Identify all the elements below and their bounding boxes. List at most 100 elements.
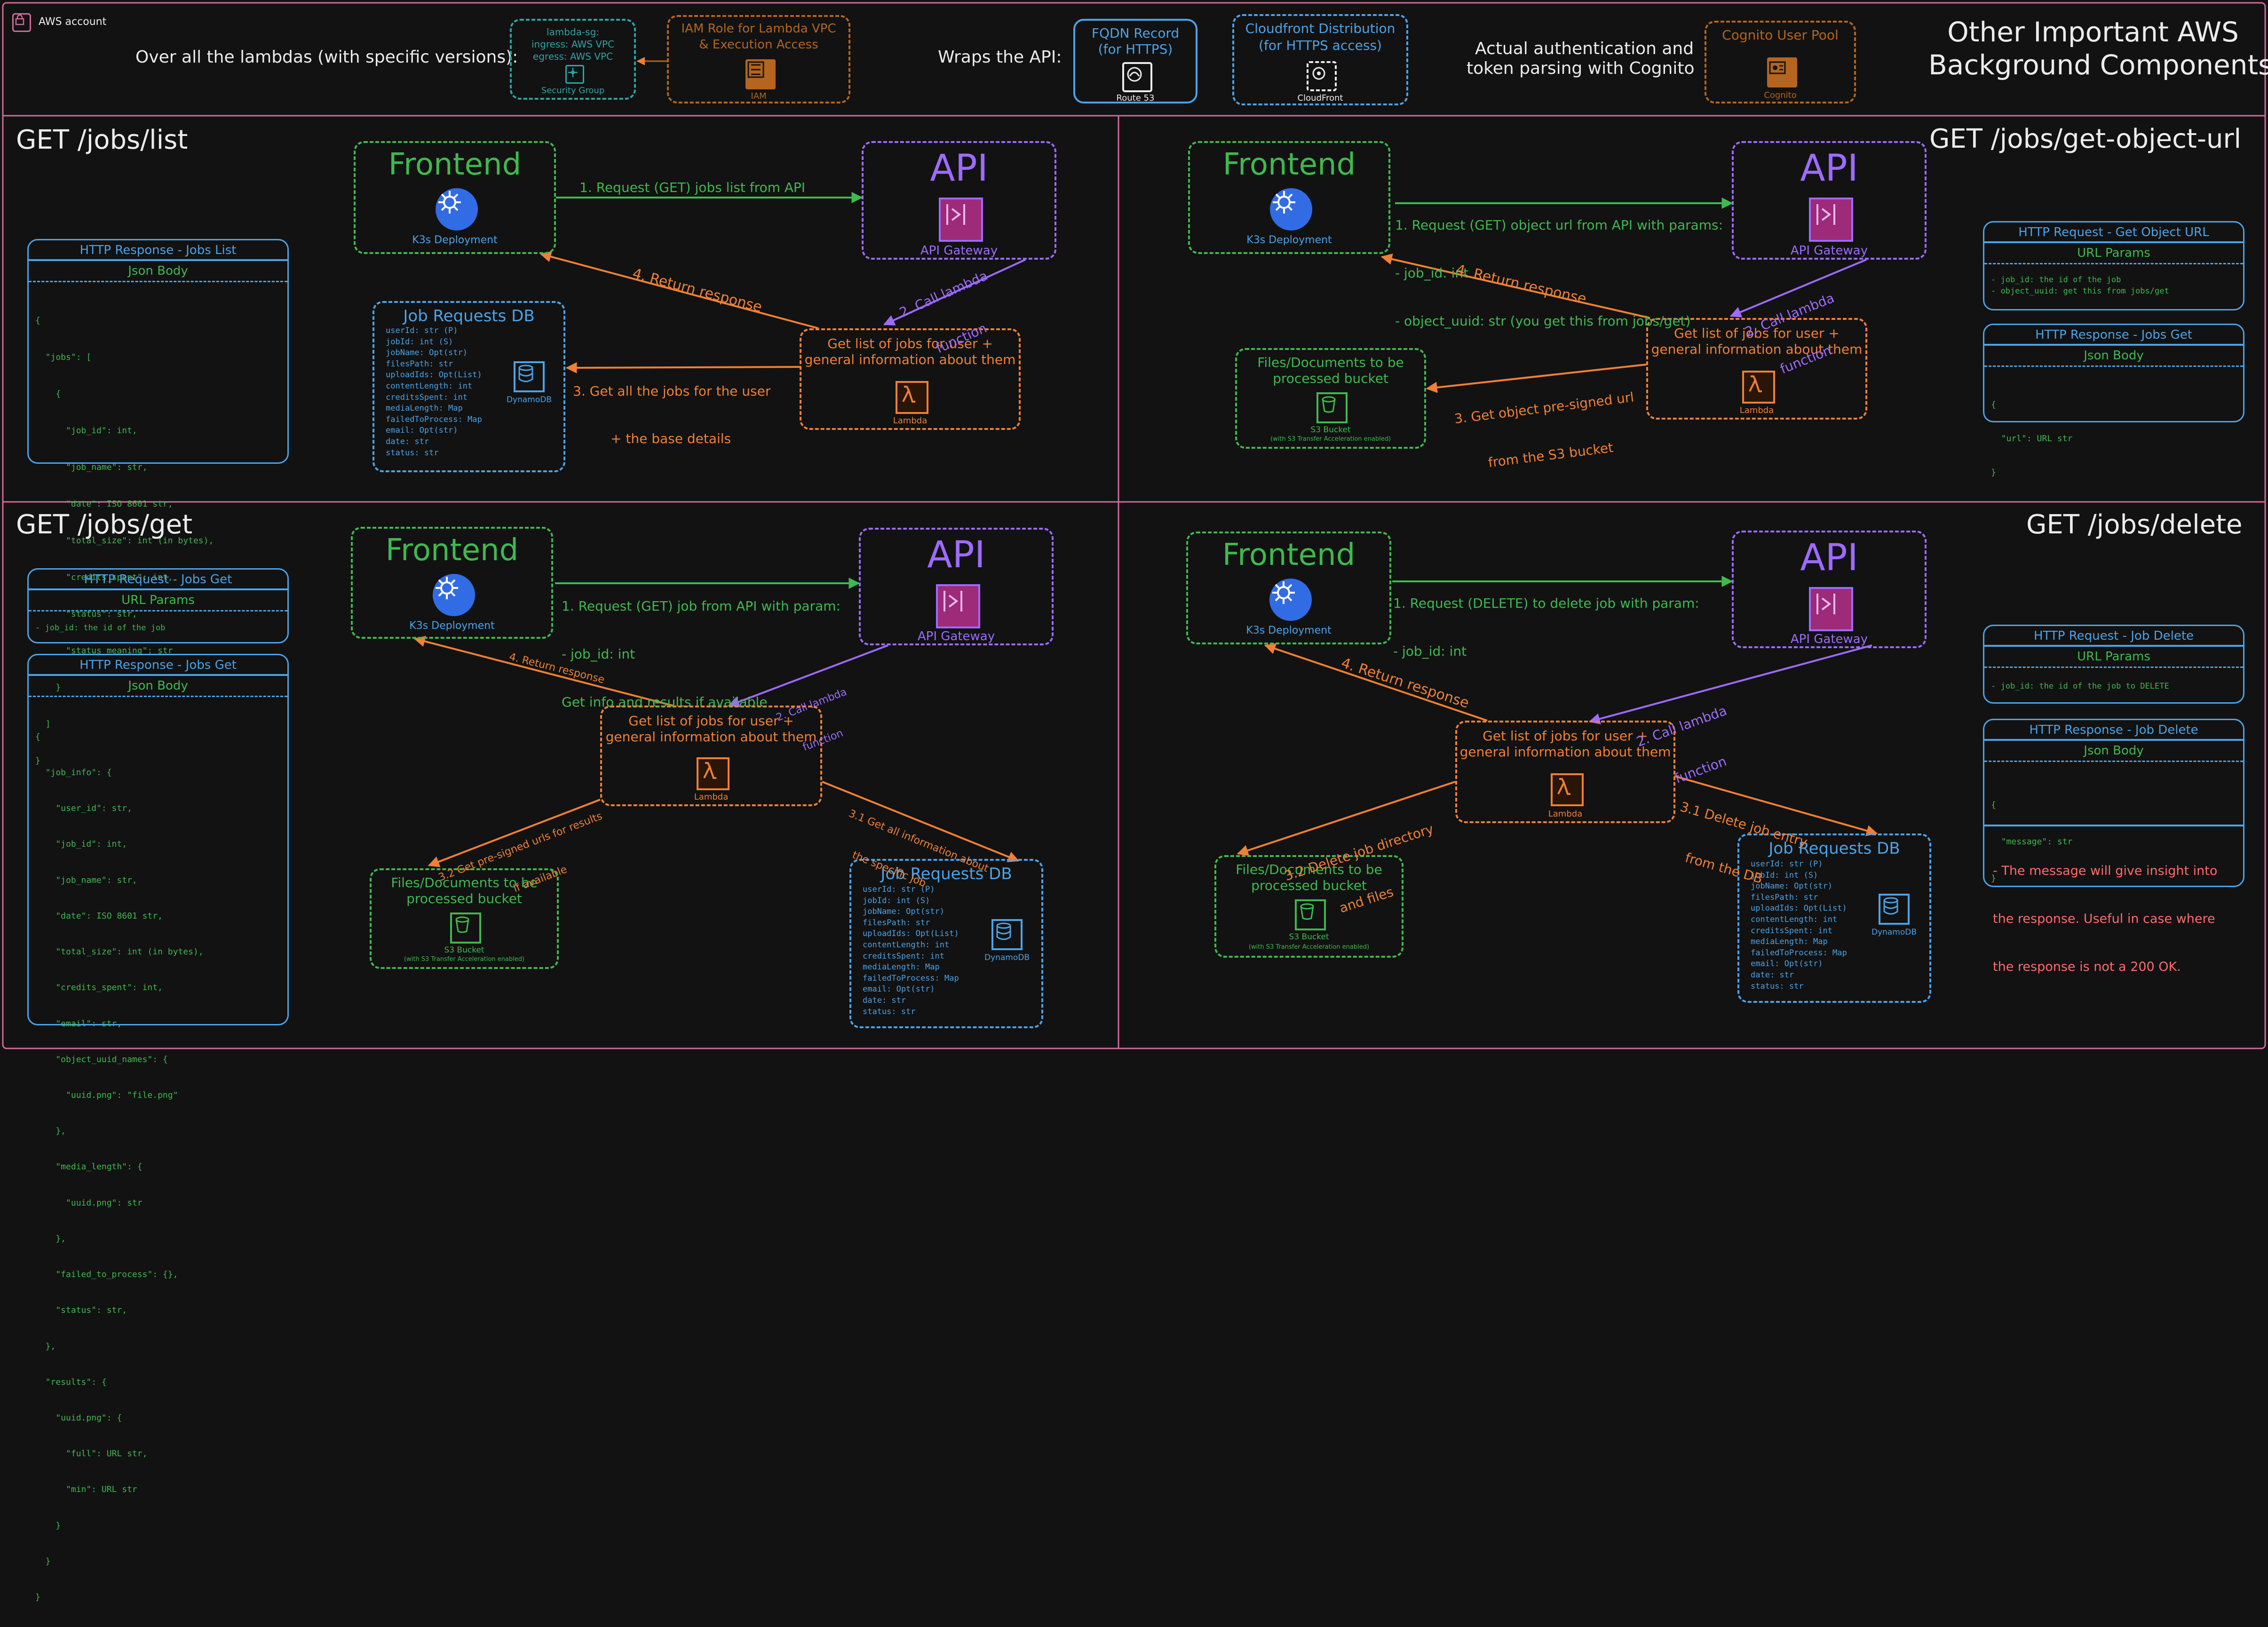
json-line: "jobs": [ [35,352,92,362]
get-s3-label: S3 Bucket [444,945,484,955]
json-line: "date": ISO 8601 str, [35,499,173,509]
cognito-title: Cognito User Pool [1722,27,1839,43]
cloudfront-icon [1307,61,1337,91]
getobj-api-title: API [1800,147,1858,190]
json-line: } [35,683,61,692]
getobj-lambda-line-2: general information about them [1651,341,1863,357]
json-line: }, [35,1341,56,1351]
getobj-step-1-line: - job_id: int [1395,265,1469,281]
getobj-api-gateway-label: API Gateway [1790,244,1868,258]
delete-note-line: the response is not a 200 OK. [1993,960,2181,974]
delete-step-1-line: - job_id: int [1393,643,1467,659]
card-separator [1984,825,2243,826]
param-line: - job_id: the id of the job [35,623,166,633]
security-group-icon [565,65,584,84]
delete-s3-title-1: Files/Documents to be [1236,862,1382,877]
get-k3s-label: K3s Deployment [409,620,495,632]
jobdb-field: mediaLength: Map [863,962,940,972]
list-frontend-box: Frontend K3s Deployment [354,141,556,254]
json-line: "credits_spent": int, [35,983,163,993]
list-step-2-line: 2. Call lambda [897,268,991,321]
card-separator [1984,739,2243,741]
getobj-s3-box: Files/Documents to be processed bucket S… [1235,348,1426,449]
get-step-1-line: - job_id: int [562,646,635,662]
route53-icon [1122,62,1152,92]
json-line: { [35,731,40,742]
card-separator [1984,241,2243,243]
get-s3-title-2: processed bucket [406,891,522,906]
jobdb-field: failedToProcess: Map [1751,948,1847,958]
get-step-1-line: 1. Request (GET) job from API with param… [562,598,841,614]
card-separator [29,281,287,282]
list-lambda-line-2: general information about them [804,352,1016,367]
get-lambda-label: Lambda [694,792,729,802]
get-k3s-icon [433,574,475,616]
list-lambda-label: Lambda [893,416,928,426]
delete-dynamodb-icon [1879,894,1910,925]
getobj-lambda-label: Lambda [1739,405,1774,415]
getobj-response-body: { "url": URL str } [1991,377,2072,501]
get-response-body: { "job_info": { "user_id": str, "job_id"… [35,707,204,1627]
json-line: "media_length": { [35,1162,143,1172]
delete-lambda-line-1: Get list of jobs for user + [1483,728,1648,744]
delete-frontend-box: Frontend K3s Deployment [1186,532,1391,644]
delete-note: - The message will give insight into the… [1993,831,2217,1007]
json-line: { [35,316,40,325]
delete-note-line: the response. Useful in case where [1993,912,2215,926]
cognito-box: Cognito User Pool Cognito [1705,21,1856,103]
jobdb-field: uploadIds: Opt(List) [1751,904,1847,913]
cloudfront-line-2: (for HTTPS access) [1259,38,1382,53]
auth-line-2: token parsing with Cognito [1467,59,1695,78]
json-line: "job_id": int, [35,839,127,849]
get-url-params-label: URL Params [121,593,195,607]
getobj-step-3-line: from the S3 bucket [1487,439,1614,471]
json-line: "job_id": int, [35,426,137,436]
list-api-title: API [930,147,988,190]
card-separator [1984,365,2243,367]
get-api-gateway-label: API Gateway [917,629,995,643]
json-line: } [35,1520,61,1531]
getobj-response-title: HTTP Response - Jobs Get [2035,328,2192,342]
get-s3-sublabel: (with S3 Transfer Acceleration enabled) [404,956,525,963]
card-separator [29,610,287,611]
getobj-k3s-icon [1270,188,1312,230]
security-group-box: lambda-sg: ingress: AWS VPC egress: AWS … [510,19,636,100]
getobj-s3-title-2: processed bucket [1273,371,1388,386]
sg-line-3: egress: AWS VPC [532,51,613,62]
list-title: GET /jobs/list [16,125,188,155]
json-line: "uuid.png": str [35,1198,143,1208]
jobdb-field: contentLength: int [1751,914,1838,924]
wraps-label: Wraps the API: [938,48,1062,67]
jobdb-field: date: str [386,437,429,446]
delete-lambda-box: Get list of jobs for user + general info… [1455,721,1675,823]
card-separator [29,674,287,676]
jobdb-field: failedToProcess: Map [386,414,482,424]
delete-step-2-line: 2. Call lambda [1634,703,1729,750]
getobj-frontend-box: Frontend K3s Deployment [1188,141,1390,254]
get-dynamodb-icon [991,919,1023,950]
json-line: }, [35,1233,66,1244]
cloudfront-box: Cloudfront Distribution (for HTTPS acces… [1232,14,1408,105]
getobj-response-card: HTTP Response - Jobs Get Json Body { "ur… [1983,324,2244,477]
jobdb-field: email: Opt(str) [1751,959,1823,969]
get-lambda-icon [697,757,730,790]
card-separator [29,259,287,261]
jobdb-field: creditsSpent: int [386,392,468,402]
getobj-request-params: - job_id: the id of the job - object_uui… [1991,274,2169,297]
aws-account-label: AWS account [39,16,107,28]
getobj-lambda-box: Get list of jobs for user + general info… [1646,318,1867,420]
arrow-getobj-2 [1729,259,1867,317]
getobj-step-3: 3. Get object pre-signed url from the S3… [1450,358,1642,490]
list-jobdb-title: Job Requests DB [403,307,535,325]
delete-response-body: { "message": str } [1991,775,2072,909]
json-line: { [1991,800,1996,810]
jobdb-field: uploadIds: Opt(List) [863,929,959,939]
list-lambda-line-1: Get list of jobs for user + [827,336,993,351]
json-line: "job_info": { [35,768,112,778]
getobj-step-3-line: 3. Get object pre-signed url [1453,389,1635,427]
delete-k3s-label: K3s Deployment [1246,625,1332,636]
json-line: } [35,756,40,766]
card-separator [29,588,287,590]
cloudfront-line-1: Cloudfront Distribution [1245,21,1396,36]
list-api-gateway-icon [939,198,983,242]
